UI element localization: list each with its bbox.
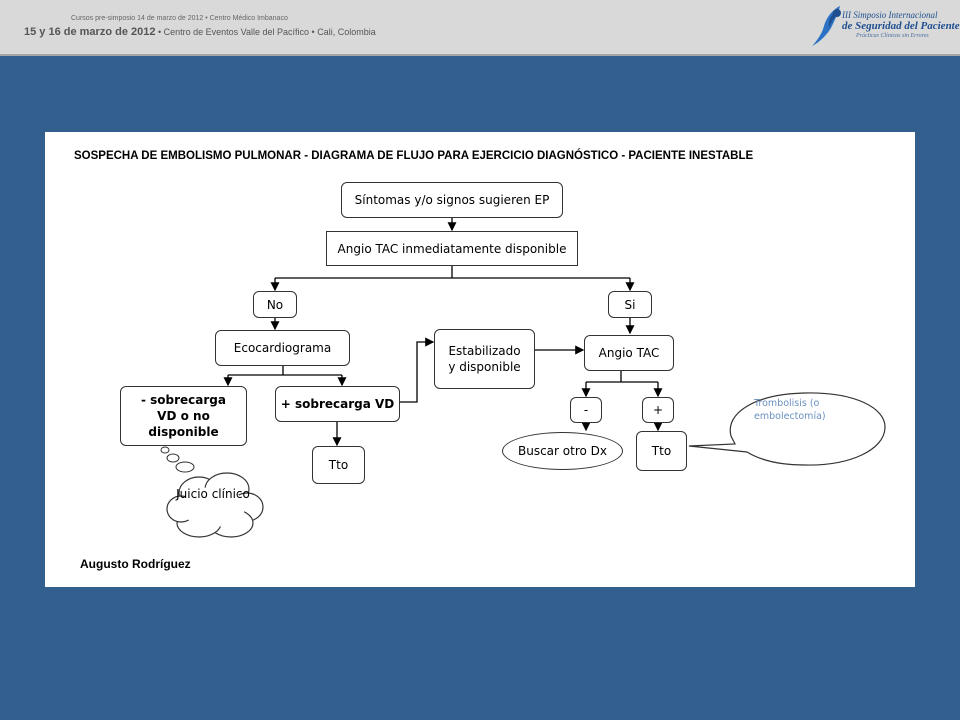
thought-cloud (166, 472, 264, 538)
cloud-tail-bubbles (160, 446, 195, 473)
header-line-2: 15 y 16 de marzo de 2012 • Centro de Eve… (24, 26, 376, 38)
diagram-panel: SOSPECHA DE EMBOLISMO PULMONAR - DIAGRAM… (45, 132, 915, 587)
header-date: 15 y 16 de marzo de 2012 (24, 26, 156, 38)
symposium-logo-text: III Simposio Internacional de Seguridad … (842, 10, 960, 41)
node-juicio-clinico: Juicio clínico (176, 487, 250, 501)
node-mas-sobrecarga: + sobrecarga VD (275, 386, 400, 422)
node-tto-left: Tto (312, 446, 365, 484)
logo-line-1: III Simposio Internacional (842, 10, 938, 20)
node-buscar: Buscar otro Dx (502, 432, 623, 470)
speech-bubble (688, 392, 886, 466)
node-si: Si (608, 291, 652, 318)
diagram-title: SOSPECHA DE EMBOLISMO PULMONAR - DIAGRAM… (74, 150, 754, 162)
header-line-1: Cursos pre-simposio 14 de marzo de 2012 … (71, 15, 288, 22)
symposium-logo-icon (812, 6, 841, 46)
connector-lines (223, 217, 663, 447)
header-band: Cursos pre-simposio 14 de marzo de 2012 … (0, 0, 960, 56)
author-label: Augusto Rodríguez (80, 557, 191, 571)
node-estabilizado: Estabilizado y disponible (434, 329, 535, 389)
node-plus: + (642, 397, 674, 423)
node-angio-tac: Angio TAC (584, 335, 674, 371)
node-no: No (253, 291, 297, 318)
node-angio-disponible: Angio TAC inmediatamente disponible (326, 231, 578, 266)
node-minus: - (570, 397, 602, 423)
logo-line-3: Prácticas Clínicas sin Errores (856, 33, 929, 39)
node-menos-sobrecarga: - sobrecarga VD o no disponible (120, 386, 247, 446)
note-trombolisis: Trombolisis (o embolectomía) (754, 398, 826, 422)
node-sintomas: Síntomas y/o signos sugieren EP (341, 182, 563, 218)
node-ecocardiograma: Ecocardiograma (215, 330, 350, 366)
logo-line-2: de Seguridad del Paciente (842, 20, 960, 32)
header-venue: • Centro de Eventos Valle del Pacífico •… (155, 27, 376, 37)
node-tto-right: Tto (636, 431, 687, 471)
